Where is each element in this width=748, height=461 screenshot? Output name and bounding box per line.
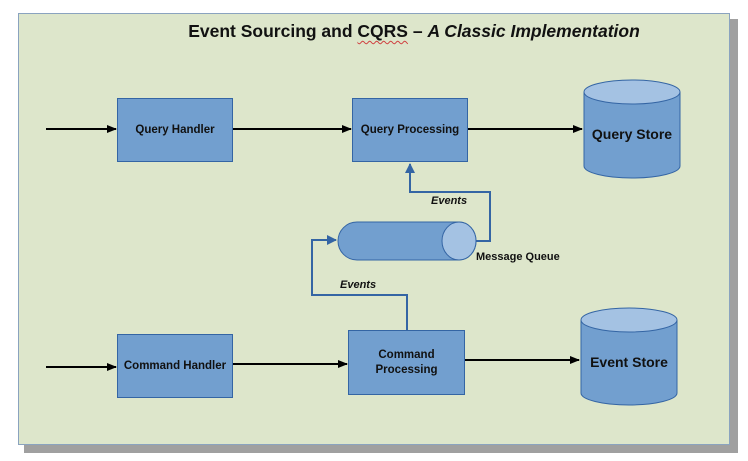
message-queue-label: Message Queue [476,251,560,263]
query-store-label: Query Store [591,126,673,142]
query-handler-box[interactable]: Query Handler [117,98,233,162]
query-processing-label: Query Processing [360,123,460,136]
events-label-upper: Events [431,195,468,207]
arrow-queue-to-query-processing [405,163,491,242]
event-store-label: Event Store [590,354,668,370]
title-cqrs: CQRS [357,21,408,41]
command-handler-box[interactable]: Command Handler [117,334,233,398]
title-part2: A Classic Implementation [427,21,640,41]
command-handler-label: Command Handler [123,359,227,372]
title-dash: – [407,21,428,41]
query-handler-label: Query Handler [135,123,215,136]
diagram-title: Event Sourcing and CQRS – A Classic Impl… [0,21,748,42]
command-processing-label-line1: Command [378,349,435,362]
query-processing-box[interactable]: Query Processing [352,98,468,162]
arrow-command-to-queue [311,235,408,330]
query-store-cylinder [583,79,681,179]
message-queue-cylinder [337,221,477,261]
command-processing-label-line2: Processing [375,363,438,376]
command-processing-box[interactable]: Command Processing [348,330,465,395]
event-store-cylinder [580,307,678,406]
events-label-lower: Events [340,279,377,291]
title-part1: Event Sourcing and [188,21,358,41]
